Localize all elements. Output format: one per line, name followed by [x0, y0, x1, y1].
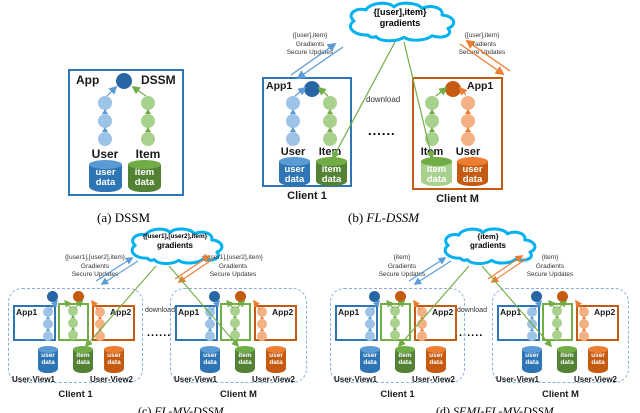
user-tower [205, 307, 215, 341]
user-label: User [280, 146, 306, 158]
user-tower [98, 96, 112, 146]
user-view1-label: User-View1 [174, 375, 217, 384]
user-view2-label: User-View2 [574, 375, 617, 384]
item-label: Item [135, 147, 161, 161]
item-data-cylinder: item data [557, 346, 577, 373]
panel-a-caption: (a) DSSM [97, 210, 151, 225]
app-label: App2 [272, 307, 294, 317]
junction-circle [557, 291, 568, 302]
app-label: App2 [594, 307, 616, 317]
user-data-cylinder: user data [38, 346, 58, 373]
user-tower [417, 307, 427, 341]
app-label: App1 [16, 307, 38, 317]
junction-circle [47, 291, 58, 302]
dssm-box [68, 69, 184, 196]
app-label: App2 [110, 307, 132, 317]
user-view2-label: User-View2 [412, 375, 455, 384]
item-tower [68, 306, 78, 340]
app-label: App1 [266, 80, 293, 92]
user-view2-label: User-View2 [90, 375, 133, 384]
junction-circle [395, 291, 406, 302]
ellipsis: ...... [147, 327, 172, 339]
app-label: App1 [467, 80, 494, 92]
cloud-label: {[user1],[user2],item} gradients [142, 233, 208, 250]
user-tower [579, 307, 589, 341]
client-caption: Client M [542, 389, 579, 400]
item-data-cylinder: item data [235, 346, 255, 373]
cloud-label: {item} gradients [469, 232, 506, 251]
user-data-cylinder: user data [426, 346, 446, 373]
client-caption: Client 1 [58, 389, 93, 400]
user-label: User [455, 146, 481, 158]
download-label: download [366, 95, 401, 104]
app-label: App2 [432, 307, 454, 317]
panel-b-caption: (b) FL-DSSM [348, 210, 420, 225]
junction-circle [73, 291, 84, 302]
user-tower [257, 307, 267, 341]
item-tower [230, 306, 240, 340]
client-caption: Client M [220, 389, 257, 400]
model-label: DSSM [141, 73, 176, 87]
junction-circle [235, 291, 246, 302]
panel-d-caption: (d) SEMI-FL-MV-DSSM [436, 404, 554, 413]
junction-circle [116, 73, 132, 89]
user-data-cylinder: user data [104, 346, 124, 373]
item-tower [323, 96, 337, 146]
user-data-cylinder: user data [522, 346, 542, 373]
user-view1-label: User-View1 [334, 375, 377, 384]
item-tower [390, 306, 400, 340]
user-tower [286, 96, 300, 146]
junction-circle [531, 291, 542, 302]
item-data-cylinder: item data [316, 157, 347, 186]
user-view1-label: User-View1 [12, 375, 55, 384]
junction-circle [445, 81, 461, 97]
user-data-cylinder: user data [89, 160, 122, 192]
panel-c-caption: (c) FL-MV-DSSM [138, 404, 224, 413]
app-label: App1 [500, 307, 522, 317]
user-data-cylinder: user data [266, 346, 286, 373]
app-label: App [76, 73, 100, 87]
item-tower [425, 96, 439, 146]
user-tower [95, 307, 105, 341]
junction-circle [209, 291, 220, 302]
app-label: App1 [178, 307, 200, 317]
item-data-cylinder: item data [395, 346, 415, 373]
item-data-cylinder: item data [128, 160, 161, 192]
junction-circle [369, 291, 380, 302]
user-view2-label: User-View2 [252, 375, 295, 384]
user-data-cylinder: user data [457, 157, 488, 186]
download-label: download [457, 307, 487, 314]
download-label: download [145, 307, 175, 314]
cloud-label: {[user],item} gradients [373, 7, 427, 28]
item-tower [141, 96, 155, 146]
client-caption: Client M [436, 193, 479, 205]
junction-circle [304, 81, 320, 97]
user-tower [461, 96, 475, 146]
user-data-cylinder: user data [279, 157, 310, 186]
user-data-cylinder: user data [200, 346, 220, 373]
app-label: App1 [338, 307, 360, 317]
user-data-cylinder: user data [588, 346, 608, 373]
ellipsis: ...... [368, 123, 396, 138]
user-view1-label: User-View1 [496, 375, 539, 384]
client-caption: Client 1 [287, 190, 327, 202]
user-tower [527, 307, 537, 341]
user-tower [43, 307, 53, 341]
user-label: User [91, 147, 119, 161]
user-tower [365, 307, 375, 341]
client-caption: Client 1 [380, 389, 415, 400]
item-tower [552, 306, 562, 340]
item-data-cylinder: item data [73, 346, 93, 373]
user-data-cylinder: user data [360, 346, 380, 373]
item-data-cylinder: item data [421, 157, 452, 186]
